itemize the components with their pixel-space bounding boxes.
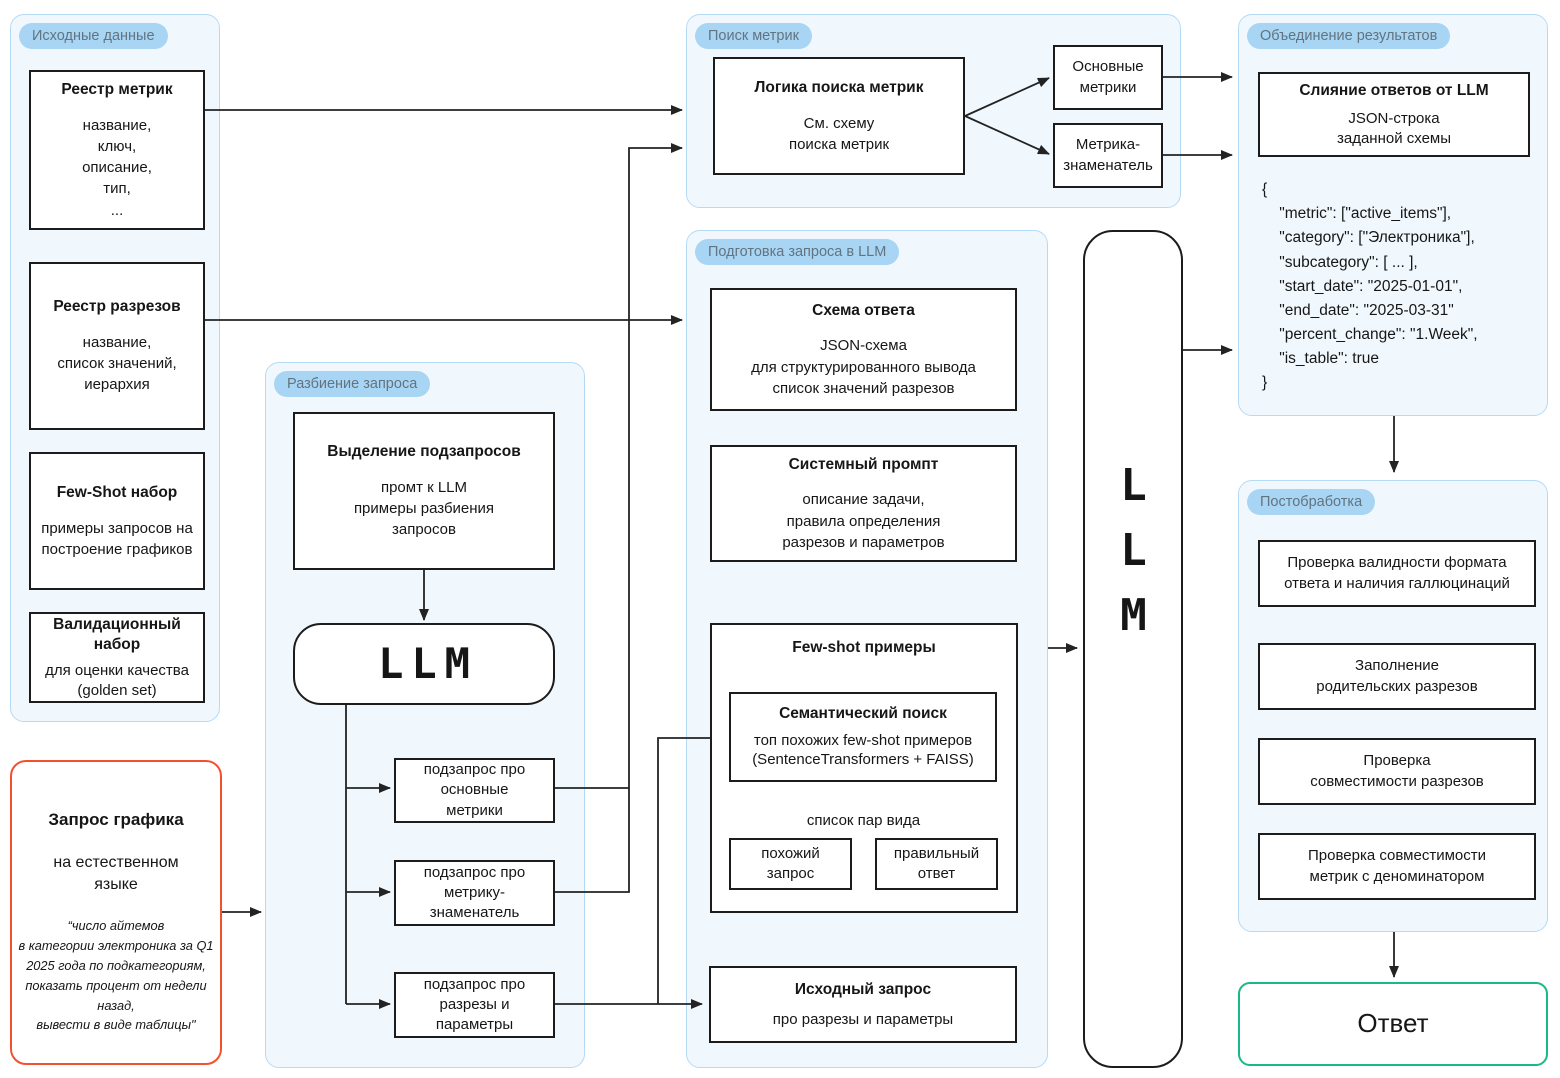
node-answer: Ответ [1238, 982, 1548, 1066]
node-answer-schema: Схема ответа JSON-схема для структуриров… [710, 288, 1017, 411]
group-label-query-split: Разбиение запроса [274, 371, 431, 397]
node-source-query: Исходный запрос про разрезы и параметры [709, 966, 1017, 1043]
group-label-metric-search: Поиск метрик [695, 23, 812, 49]
node-subquery-denominator: подзапрос про метрику- знаменатель [394, 860, 555, 926]
node-llm-main: LLM [1083, 230, 1183, 1068]
json-example-block: { "metric": ["active_items"], "category"… [1262, 181, 1478, 392]
node-correct-answer: правильный ответ [875, 838, 998, 890]
node-main-metrics: Основные метрики [1053, 45, 1163, 110]
group-label-llm-prep: Подготовка запроса в LLM [695, 239, 900, 265]
node-semantic-search: Семантический поиск топ похожих few-shot… [729, 692, 997, 782]
node-subquery-main-metrics: подзапрос про основные метрики [394, 758, 555, 823]
node-post-validity-check: Проверка валидности формата ответа и нал… [1258, 540, 1536, 607]
node-system-prompt: Системный промпт описание задачи, правил… [710, 445, 1017, 562]
group-label-source-data: Исходные данные [19, 23, 168, 49]
node-similar-query: похожий запрос [729, 838, 852, 890]
node-validation-set: Валидационный набор для оценки качества … [29, 612, 205, 703]
node-denominator-metric: Метрика- знаменатель [1053, 123, 1163, 188]
node-answer-merge: Слияние ответов от LLM JSON-строка задан… [1258, 72, 1530, 157]
node-post-slice-compat: Проверка совместимости разрезов [1258, 738, 1536, 805]
node-llm-splitter: LLM [293, 623, 555, 705]
node-post-metric-compat: Проверка совместимости метрик с деномина… [1258, 833, 1536, 900]
node-slice-registry: Реестр разрезов название, список значени… [29, 262, 205, 430]
chart-request-example-quote: “число айтемов в категории электроника з… [18, 918, 214, 1033]
pair-list-label: список пар вида [806, 812, 921, 829]
node-subquery-slices: подзапрос про разрезы и параметры [394, 972, 555, 1038]
node-fewshot-set: Few-Shot набор примеры запросов на постр… [29, 452, 205, 590]
group-label-postprocess: Постобработка [1247, 489, 1376, 515]
node-metric-search-logic: Логика поиска метрик См. схему поиска ме… [713, 57, 965, 175]
node-chart-request: Запрос графика на естественном языке “чи… [10, 760, 222, 1065]
node-post-parent-slices: Заполнение родительских разрезов [1258, 643, 1536, 710]
node-subquery-extraction: Выделение подзапросов промт к LLM пример… [293, 412, 555, 570]
node-metric-registry: Реестр метрик название, ключ, описание, … [29, 70, 205, 230]
group-label-result-merge: Объединение результатов [1247, 23, 1451, 49]
